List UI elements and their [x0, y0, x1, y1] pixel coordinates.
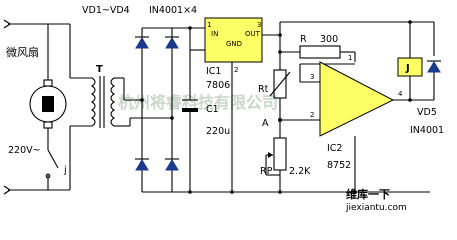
node-a-dot: [278, 118, 282, 122]
junction-dots: [140, 20, 412, 194]
ic1-regulator: IN OUT GND 1 3 2: [204, 17, 263, 74]
resistor-icon: [299, 45, 341, 59]
circuit-diagram: 杭州将睿科技有限公司: [3, 5, 444, 213]
diode-icon: [135, 36, 149, 49]
switch-label: j: [63, 165, 67, 176]
mains-label: 220V~: [8, 145, 41, 156]
c1-value: 220u: [206, 126, 230, 137]
terminal-top-left: [3, 19, 11, 29]
r-label: R: [300, 34, 307, 45]
ic1-pin3: 3: [257, 21, 261, 29]
ic1-out-label: OUT: [245, 30, 261, 38]
r-value: 300: [320, 34, 338, 45]
ic1-pin2: 2: [234, 66, 238, 74]
terminal-bottom-left: [3, 185, 11, 195]
watermark-logo-text: 维库一下: [346, 187, 390, 201]
transformer-icon: [91, 76, 115, 128]
diode-icon: [165, 158, 179, 171]
fan-motor-icon: [29, 79, 67, 129]
c1-label: C1: [206, 104, 219, 115]
ic2-pin4: 4: [398, 90, 403, 98]
rp-label: RP: [260, 166, 273, 177]
relay-label: J: [405, 63, 410, 74]
ic2-pin1: 1: [348, 54, 352, 62]
ic2-opamp: 3 2 1 4: [310, 54, 403, 137]
diode-icon: [135, 158, 149, 171]
thermistor-icon: [269, 69, 291, 99]
ic1-type-label: 7806: [206, 80, 230, 91]
ic2-pin3: 3: [310, 73, 314, 81]
node-a-label: A: [262, 118, 269, 129]
bridge-rectifier: [135, 36, 179, 171]
vd5-label: VD5: [417, 107, 437, 118]
ic2-type-label: 8752: [327, 160, 351, 171]
ic2-label: IC2: [327, 143, 342, 154]
vd5-type-label: IN4001: [410, 125, 444, 136]
rp-value: 2.2K: [289, 166, 311, 177]
bridge-type-label: IN4001×4: [149, 5, 197, 16]
ic1-label: IC1: [206, 66, 221, 77]
watermark-logo: 维库一下 jiexiantu.com: [345, 187, 407, 213]
transformer-label: T: [96, 64, 103, 75]
ic1-in-label: IN: [211, 30, 218, 38]
potentiometer-icon: [266, 137, 287, 171]
bridge-label: VD1~VD4: [82, 5, 130, 16]
diode-icon: [427, 60, 441, 73]
watermark-url: jiexiantu.com: [345, 203, 407, 213]
diode-icon: [165, 36, 179, 49]
switch-icon: [45, 149, 59, 179]
ic2-pin2: 2: [310, 111, 314, 119]
relay-icon: J: [397, 57, 423, 77]
ic1-gnd-label: GND: [226, 40, 242, 48]
watermark-company: 杭州将睿科技有限公司: [118, 93, 278, 112]
ic1-pin1: 1: [207, 21, 211, 29]
rt-label: Rt: [258, 84, 269, 95]
fan-label: 微风扇: [6, 45, 39, 59]
capacitor-icon: [182, 99, 198, 112]
